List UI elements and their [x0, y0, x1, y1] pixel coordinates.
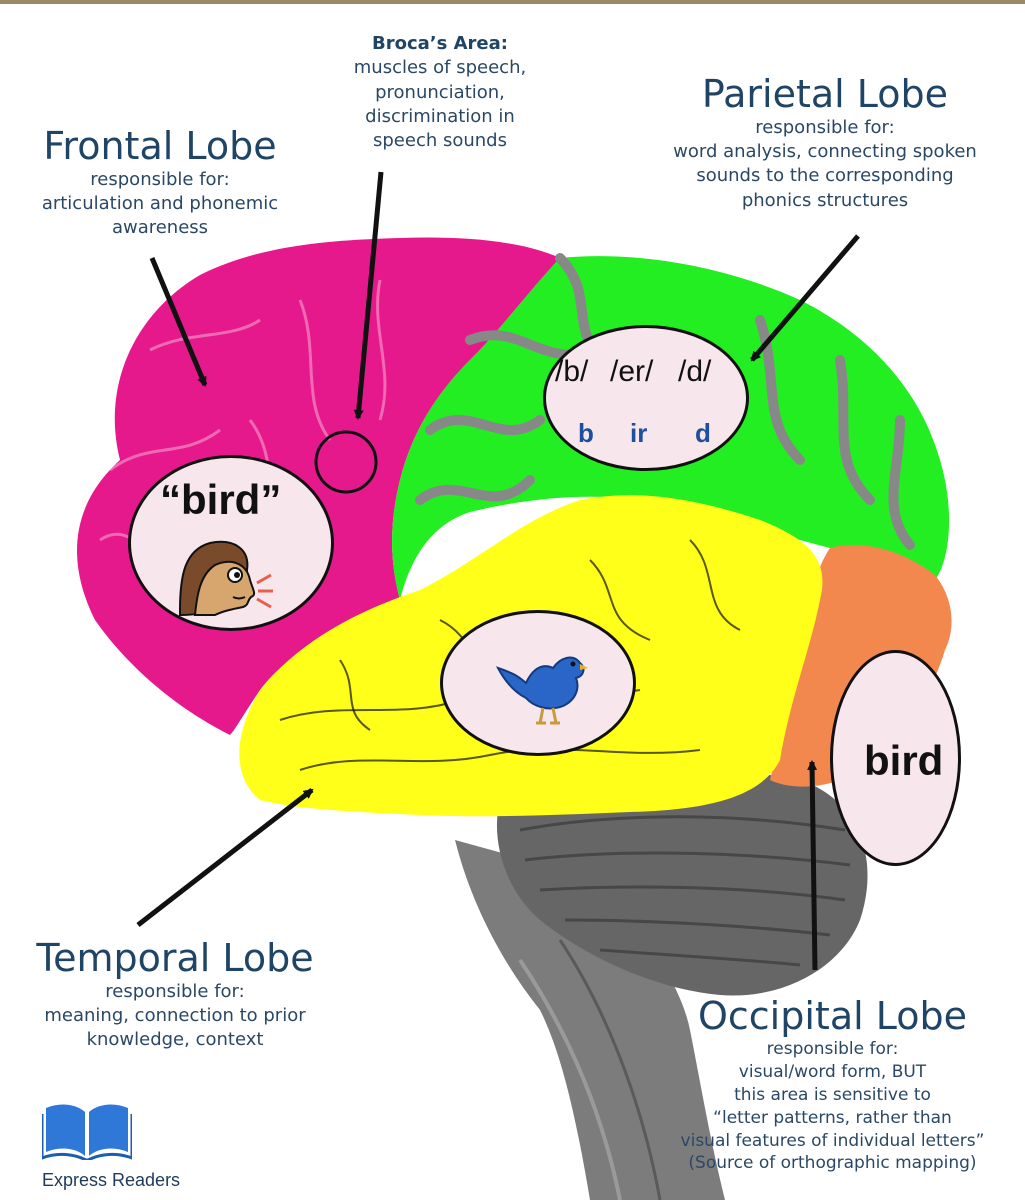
cerebellum-folds	[519, 815, 851, 967]
occipital-line-5: visual features of individual letters”	[680, 1130, 985, 1151]
frontal-lobe-label: Frontal Lobe responsible for: articulati…	[0, 124, 320, 241]
phonics-bubble	[543, 325, 749, 471]
occipital-line-3: this area is sensitive to	[734, 1084, 931, 1105]
parietal-line-2: word analysis, connecting spoken	[673, 141, 977, 163]
parietal-line-3: sounds to the corresponding	[696, 165, 954, 187]
spoken-word: “bird”	[160, 476, 282, 523]
open-book-icon	[42, 1104, 132, 1160]
temporal-line-3: knowledge, context	[86, 1029, 264, 1051]
parietal-lobe-label: Parietal Lobe responsible for: word anal…	[640, 72, 1010, 213]
occipital-lobe-title: Occipital Lobe	[697, 994, 967, 1038]
occipital-line-2: visual/word form, BUT	[738, 1061, 927, 1082]
logo-text: Express Readers	[42, 1170, 181, 1190]
occipital-arrow	[807, 760, 818, 971]
parietal-line-4: phonics structures	[741, 189, 909, 211]
grapheme-1: b	[578, 418, 594, 448]
cerebellum	[496, 769, 868, 996]
parietal-line-1: responsible for:	[755, 116, 895, 138]
temporal-arrow	[136, 788, 314, 927]
frontal-lobe-line-1: responsible for:	[90, 168, 230, 190]
frontal-arrow	[149, 257, 208, 387]
parietal-lobe-title: Parietal Lobe	[701, 72, 949, 116]
frontal-lobe-line-3: awareness	[111, 217, 209, 239]
written-word: bird	[864, 737, 944, 784]
frontal-lobe-line-2: articulation and phonemic	[41, 193, 279, 215]
occipital-lobe-label: Occipital Lobe responsible for: visual/w…	[640, 994, 1025, 1175]
occipital-line-4: “letter patterns, rather than	[713, 1107, 952, 1128]
occipital-line-6: (Source of orthographic mapping)	[688, 1153, 977, 1174]
occipital-line-1: responsible for:	[766, 1038, 899, 1059]
bluebird-icon	[495, 656, 588, 725]
phoneme-2: /er/	[610, 355, 654, 388]
phoneme-3: /d/	[678, 355, 712, 388]
phoneme-1: /b/	[555, 355, 589, 388]
broca-line-3: discrimination in	[365, 105, 515, 127]
broca-line-1: muscles of speech,	[353, 57, 527, 79]
broca-area-circle	[314, 430, 378, 494]
temporal-line-1: responsible for:	[105, 980, 245, 1002]
broca-area-title: Broca’s Area:	[372, 33, 508, 54]
parietal-arrow	[750, 234, 860, 362]
frontal-lobe-title: Frontal Lobe	[43, 124, 277, 168]
broca-arrow	[353, 171, 384, 420]
broca-line-2: pronunciation,	[375, 81, 505, 103]
temporal-line-2: meaning, connection to prior	[44, 1005, 306, 1027]
grapheme-2: ir	[630, 418, 648, 448]
broca-area-label: Broca’s Area: muscles of speech, pronunc…	[330, 32, 550, 153]
top-rule	[0, 0, 1025, 4]
broca-line-4: speech sounds	[373, 130, 507, 152]
temporal-lobe-label: Temporal Lobe responsible for: meaning, …	[10, 936, 340, 1053]
written-word-bubble	[830, 650, 961, 866]
brainstem	[455, 840, 725, 1200]
speaking-person-icon	[179, 540, 273, 617]
temporal-lobe-title: Temporal Lobe	[36, 936, 314, 980]
grapheme-3: d	[695, 418, 711, 448]
